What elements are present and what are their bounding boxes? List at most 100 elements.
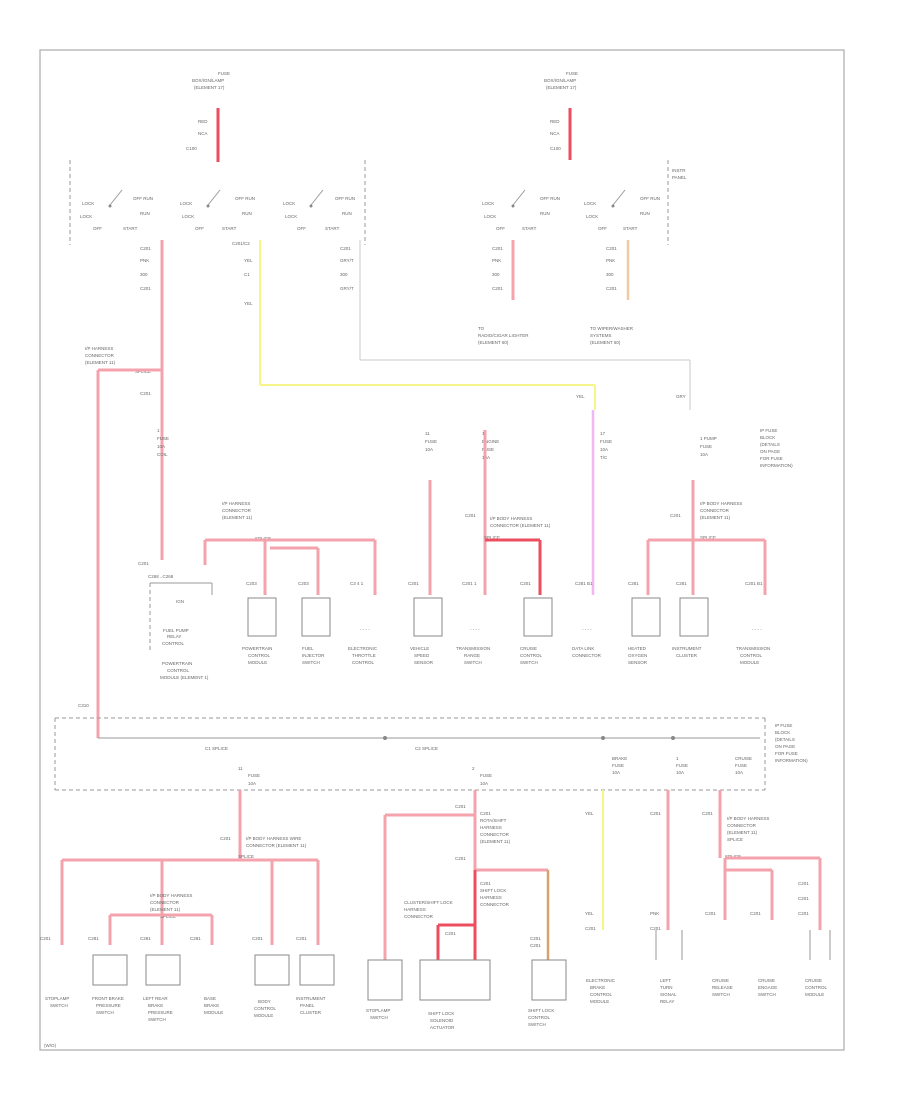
svg-text:C100: C100 [186,146,197,151]
svg-text:PNK: PNK [650,911,659,916]
svg-text:RUN: RUN [342,211,352,216]
svg-text:(ELEMENT 11): (ELEMENT 11) [727,830,758,835]
svg-text:RED: RED [550,119,560,124]
svg-text:- - - -: - - - - [582,627,592,632]
ignition-switch-group-left: LOCK LOCK OFF RUN RUN OFF START LOCK LOC… [69,160,366,245]
svg-text:MODULE: MODULE [254,1013,273,1018]
upper-wiring: C201 PNK 300 C201 I/P HARNESS CONNECTOR … [78,240,760,739]
svg-text:CONTROL: CONTROL [805,985,827,990]
source-right-line3: (ELEMENT 17) [546,85,577,90]
svg-text:CONNECTOR: CONNECTOR [572,653,602,658]
svg-text:RUN: RUN [640,211,650,216]
svg-text:INSTRUMENT: INSTRUMENT [296,996,326,1001]
svg-text:RELAY: RELAY [660,999,674,1004]
svg-text:LOCK: LOCK [285,214,297,219]
svg-text:C281 B1: C281 B1 [575,581,593,586]
svg-text:START: START [522,226,537,231]
svg-text:TRANSMISSION: TRANSMISSION [736,646,770,651]
svg-text:C201: C201 [585,926,596,931]
svg-text:OFF RUN: OFF RUN [235,196,255,201]
svg-text:STOPLAMP: STOPLAMP [45,996,69,1001]
svg-text:C201: C201 [606,246,617,251]
splice-label-2: C2 SPLICE [415,746,438,751]
svg-text:RADIO/CIGAR LIGHTER: RADIO/CIGAR LIGHTER [478,333,529,338]
svg-text:PRESSURE: PRESSURE [96,1003,121,1008]
svg-text:PANEL: PANEL [300,1003,315,1008]
svg-text:C201: C201 [702,811,713,816]
svg-text:FUSE: FUSE [676,763,688,768]
svg-text:TURN: TURN [660,985,673,990]
svg-text:CONNECTOR: CONNECTOR [404,914,434,919]
svg-text:OFF: OFF [598,226,607,231]
svg-text:SPLICE: SPLICE [727,837,743,842]
mid-comp-3: VEHICLE SPEED SENSOR [410,646,434,665]
svg-text:YEL: YEL [585,911,594,916]
svg-text:I/P BODY HARNESS: I/P BODY HARNESS [727,816,769,821]
svg-text:11: 11 [238,766,243,771]
svg-text:SENSOR: SENSOR [628,660,648,665]
svg-text:YEL: YEL [576,394,585,399]
svg-text:1: 1 [676,756,679,761]
svg-text:C201: C201 [520,581,531,586]
svg-text:CONTROL: CONTROL [590,992,612,997]
svg-text:C203: C203 [246,581,257,586]
svg-text:LOCK: LOCK [283,201,295,206]
svg-text:RANGE: RANGE [464,653,480,658]
svg-text:C201: C201 [606,286,617,291]
svg-text:SWITCH: SWITCH [370,1015,388,1020]
svg-text:START: START [623,226,638,231]
svg-text:COIL: COIL [157,452,168,457]
svg-text:1: 1 [157,428,160,433]
svg-text:SWITCH: SWITCH [528,1022,546,1027]
svg-text:HARNESS: HARNESS [480,825,502,830]
svg-text:(ELEMENT 11): (ELEMENT 11) [222,515,253,520]
svg-text:OFF: OFF [496,226,505,231]
svg-text:PRESSURE: PRESSURE [148,1010,173,1015]
right-block-note-1: IP FUSE [775,723,792,728]
svg-text:C201: C201 [492,246,503,251]
bottom-comp-3: BASE BRAKE MODULE [204,996,223,1015]
fuse-col-4: 17 FUSE 10A T/C [591,410,612,595]
svg-text:CONNECTOR: CONNECTOR [85,353,115,358]
svg-text:C201: C201 [138,561,149,566]
svg-text:OFF: OFF [195,226,204,231]
svg-text:C201: C201 [220,836,231,841]
svg-text:MODULE: MODULE [590,999,609,1004]
right-block-note-6: INFORMATION) [775,758,808,763]
svg-text:CONNECTOR: CONNECTOR [480,902,510,907]
svg-text:C201: C201 [340,246,351,251]
fuse-cluster-1: I/P HARNESS CONNECTOR (ELEMENT 11) SPLIC… [138,501,377,680]
svg-text:(ELEMENT 60): (ELEMENT 60) [478,340,509,345]
svg-text:C201: C201 [140,391,151,396]
mid-block-note-5: FOR FUSE [760,456,783,461]
svg-text:CONTROL: CONTROL [162,641,184,646]
svg-text:C201: C201 [445,931,456,936]
bottom-comp-7: SHIFT LOCK SOLENOID ACTUATOR [428,1011,455,1030]
svg-text:ELECTRONIC: ELECTRONIC [348,646,378,651]
bottom-comp-1: FRONT BRAKE PRESSURE SWITCH [92,996,124,1015]
svg-text:10A: 10A [612,770,620,775]
svg-text:C201/C2: C201/C2 [232,241,250,246]
svg-text:INJECTOR: INJECTOR [302,653,325,658]
bottom-comp-5: INSTRUMENT PANEL CLUSTER [296,996,326,1015]
svg-text:300: 300 [606,272,614,277]
footer-code: (W/O) [44,1043,56,1048]
bottom-comp-2: LEFT REAR BRAKE PRESSURE SWITCH [143,996,173,1022]
right-block-note-2: BLOCK [775,730,790,735]
svg-text:FUSE: FUSE [480,773,492,778]
svg-text:INSTRUMENT: INSTRUMENT [672,646,702,651]
bottom-comp-10: LEFT TURN SIGNAL RELAY [660,978,677,1004]
svg-text:10A: 10A [425,447,433,452]
svg-text:OFF RUN: OFF RUN [640,196,660,201]
svg-text:CONTROL: CONTROL [248,653,270,658]
svg-text:LOCK: LOCK [584,201,596,206]
mid-comp-5: CRUISE CONTROL SWITCH [520,646,542,665]
svg-text:BRAKE: BRAKE [148,1003,163,1008]
fuse-col-3: 11 ENGINE FUSE 10A C201 I/P BODY HARNESS… [465,430,551,595]
svg-text:17: 17 [600,431,606,436]
bottom-comp-8: SHIFT LOCK CONTROL SWITCH [528,1008,554,1027]
bottom-row-components: STOPLAMP SWITCH FRONT BRAKE PRESSURE SWI… [45,930,831,1030]
svg-text:300: 300 [492,272,500,277]
svg-text:(ELEMENT 11): (ELEMENT 11) [150,907,181,912]
svg-text:CONNECTOR (ELEMENT 11): CONNECTOR (ELEMENT 11) [246,843,307,848]
